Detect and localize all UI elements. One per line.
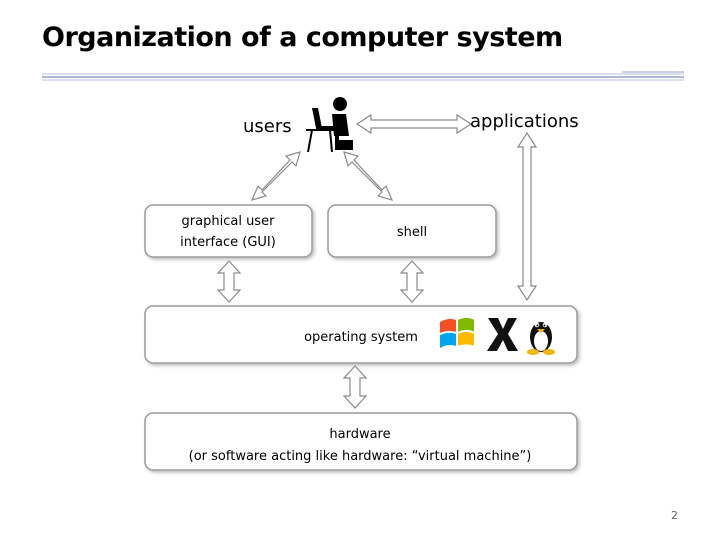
gui-label-line1: graphical user (182, 214, 276, 229)
linux-tux-logo-icon (527, 322, 555, 355)
hardware-box (144, 412, 578, 471)
gui-os-arrow (216, 260, 242, 303)
windows-logo-icon (440, 317, 474, 348)
page-title: Organization of a computer system (42, 22, 563, 53)
os-label: operating system (304, 330, 418, 345)
shell-box (327, 204, 497, 258)
gui-box (144, 204, 313, 258)
shell-label: shell (397, 225, 427, 240)
mac-x-logo-icon (487, 318, 518, 351)
applications-label: applications (470, 111, 579, 132)
users-gui-arrow (250, 151, 301, 201)
shell-os-arrow (399, 260, 425, 303)
page-number: 2 (671, 509, 678, 522)
hardware-label-line2: (or software acting like hardware: “virt… (189, 449, 532, 464)
users-shell-arrow (343, 151, 394, 201)
user-applications-arrow (355, 113, 473, 135)
os-hardware-arrow (342, 365, 368, 409)
gui-label-line2: interface (GUI) (180, 235, 276, 250)
applications-os-arrow (516, 131, 538, 302)
users-label: users (243, 116, 292, 137)
title-rule (42, 71, 684, 81)
user-at-computer-icon (306, 97, 353, 153)
hardware-label-line1: hardware (329, 427, 390, 442)
